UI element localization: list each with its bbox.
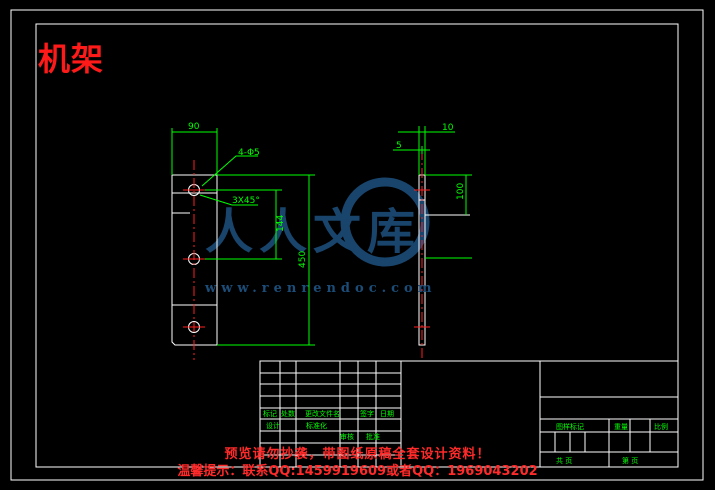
- dim-side-offset: 5: [396, 141, 402, 151]
- tb-label-date: 日期: [380, 410, 394, 418]
- tb-label-file: 更改文件名: [305, 409, 340, 418]
- notice-line-2: 温馨提示：联系QQ:1459919609或者QQ：1969043202: [177, 464, 538, 479]
- tb-scale: 比例: [654, 422, 668, 431]
- tb-standard: 标准化: [306, 421, 327, 430]
- title-block: [259, 360, 679, 468]
- tb-sheet-total: 共 页: [556, 456, 572, 465]
- dim-spacing-144: 144: [276, 215, 286, 232]
- dim-hole-spec: 4-Φ5: [238, 148, 260, 158]
- outer-border: [10, 9, 704, 481]
- part-title: 机架: [38, 40, 105, 78]
- dim-side-width: 10: [442, 123, 454, 133]
- watermark-url: www.renrendoc.com: [205, 281, 437, 296]
- tb-drawing-mark: 图样标记: [556, 422, 584, 431]
- watermark-main-text: 人人文库: [205, 204, 421, 260]
- side-dimensions: [393, 126, 472, 259]
- notice-line-1: 预览请勿抄袭，带图纸原稿全套设计资料！: [224, 447, 491, 462]
- front-dimension-text: 90 4-Φ5 3X45° 144 450: [188, 122, 308, 268]
- side-dimension-text: 10 5 100: [396, 123, 466, 200]
- front-dimensions: [171, 128, 315, 346]
- tb-label-count: 处数: [281, 409, 295, 418]
- tb-design: 设计: [266, 421, 280, 430]
- dim-width-90: 90: [188, 122, 200, 132]
- watermark-logo: 人人文库: [205, 177, 430, 267]
- dim-side-top: 100: [456, 183, 466, 200]
- tb-weight: 重量: [614, 423, 628, 431]
- tb-sheet-no: 第 页: [622, 456, 638, 465]
- tb-label-sign: 签字: [360, 409, 374, 418]
- tb-label-mark: 标记: [263, 409, 277, 418]
- tb-approve: 批准: [366, 432, 380, 441]
- title-block-text: 标记 处数 更改文件名 签字 日期 设计 标准化 审核 批准 图样标记 重量 比…: [263, 409, 668, 465]
- dim-height-450: 450: [298, 251, 308, 268]
- dim-chamfer: 3X45°: [232, 196, 260, 206]
- tb-review: 审核: [340, 432, 354, 441]
